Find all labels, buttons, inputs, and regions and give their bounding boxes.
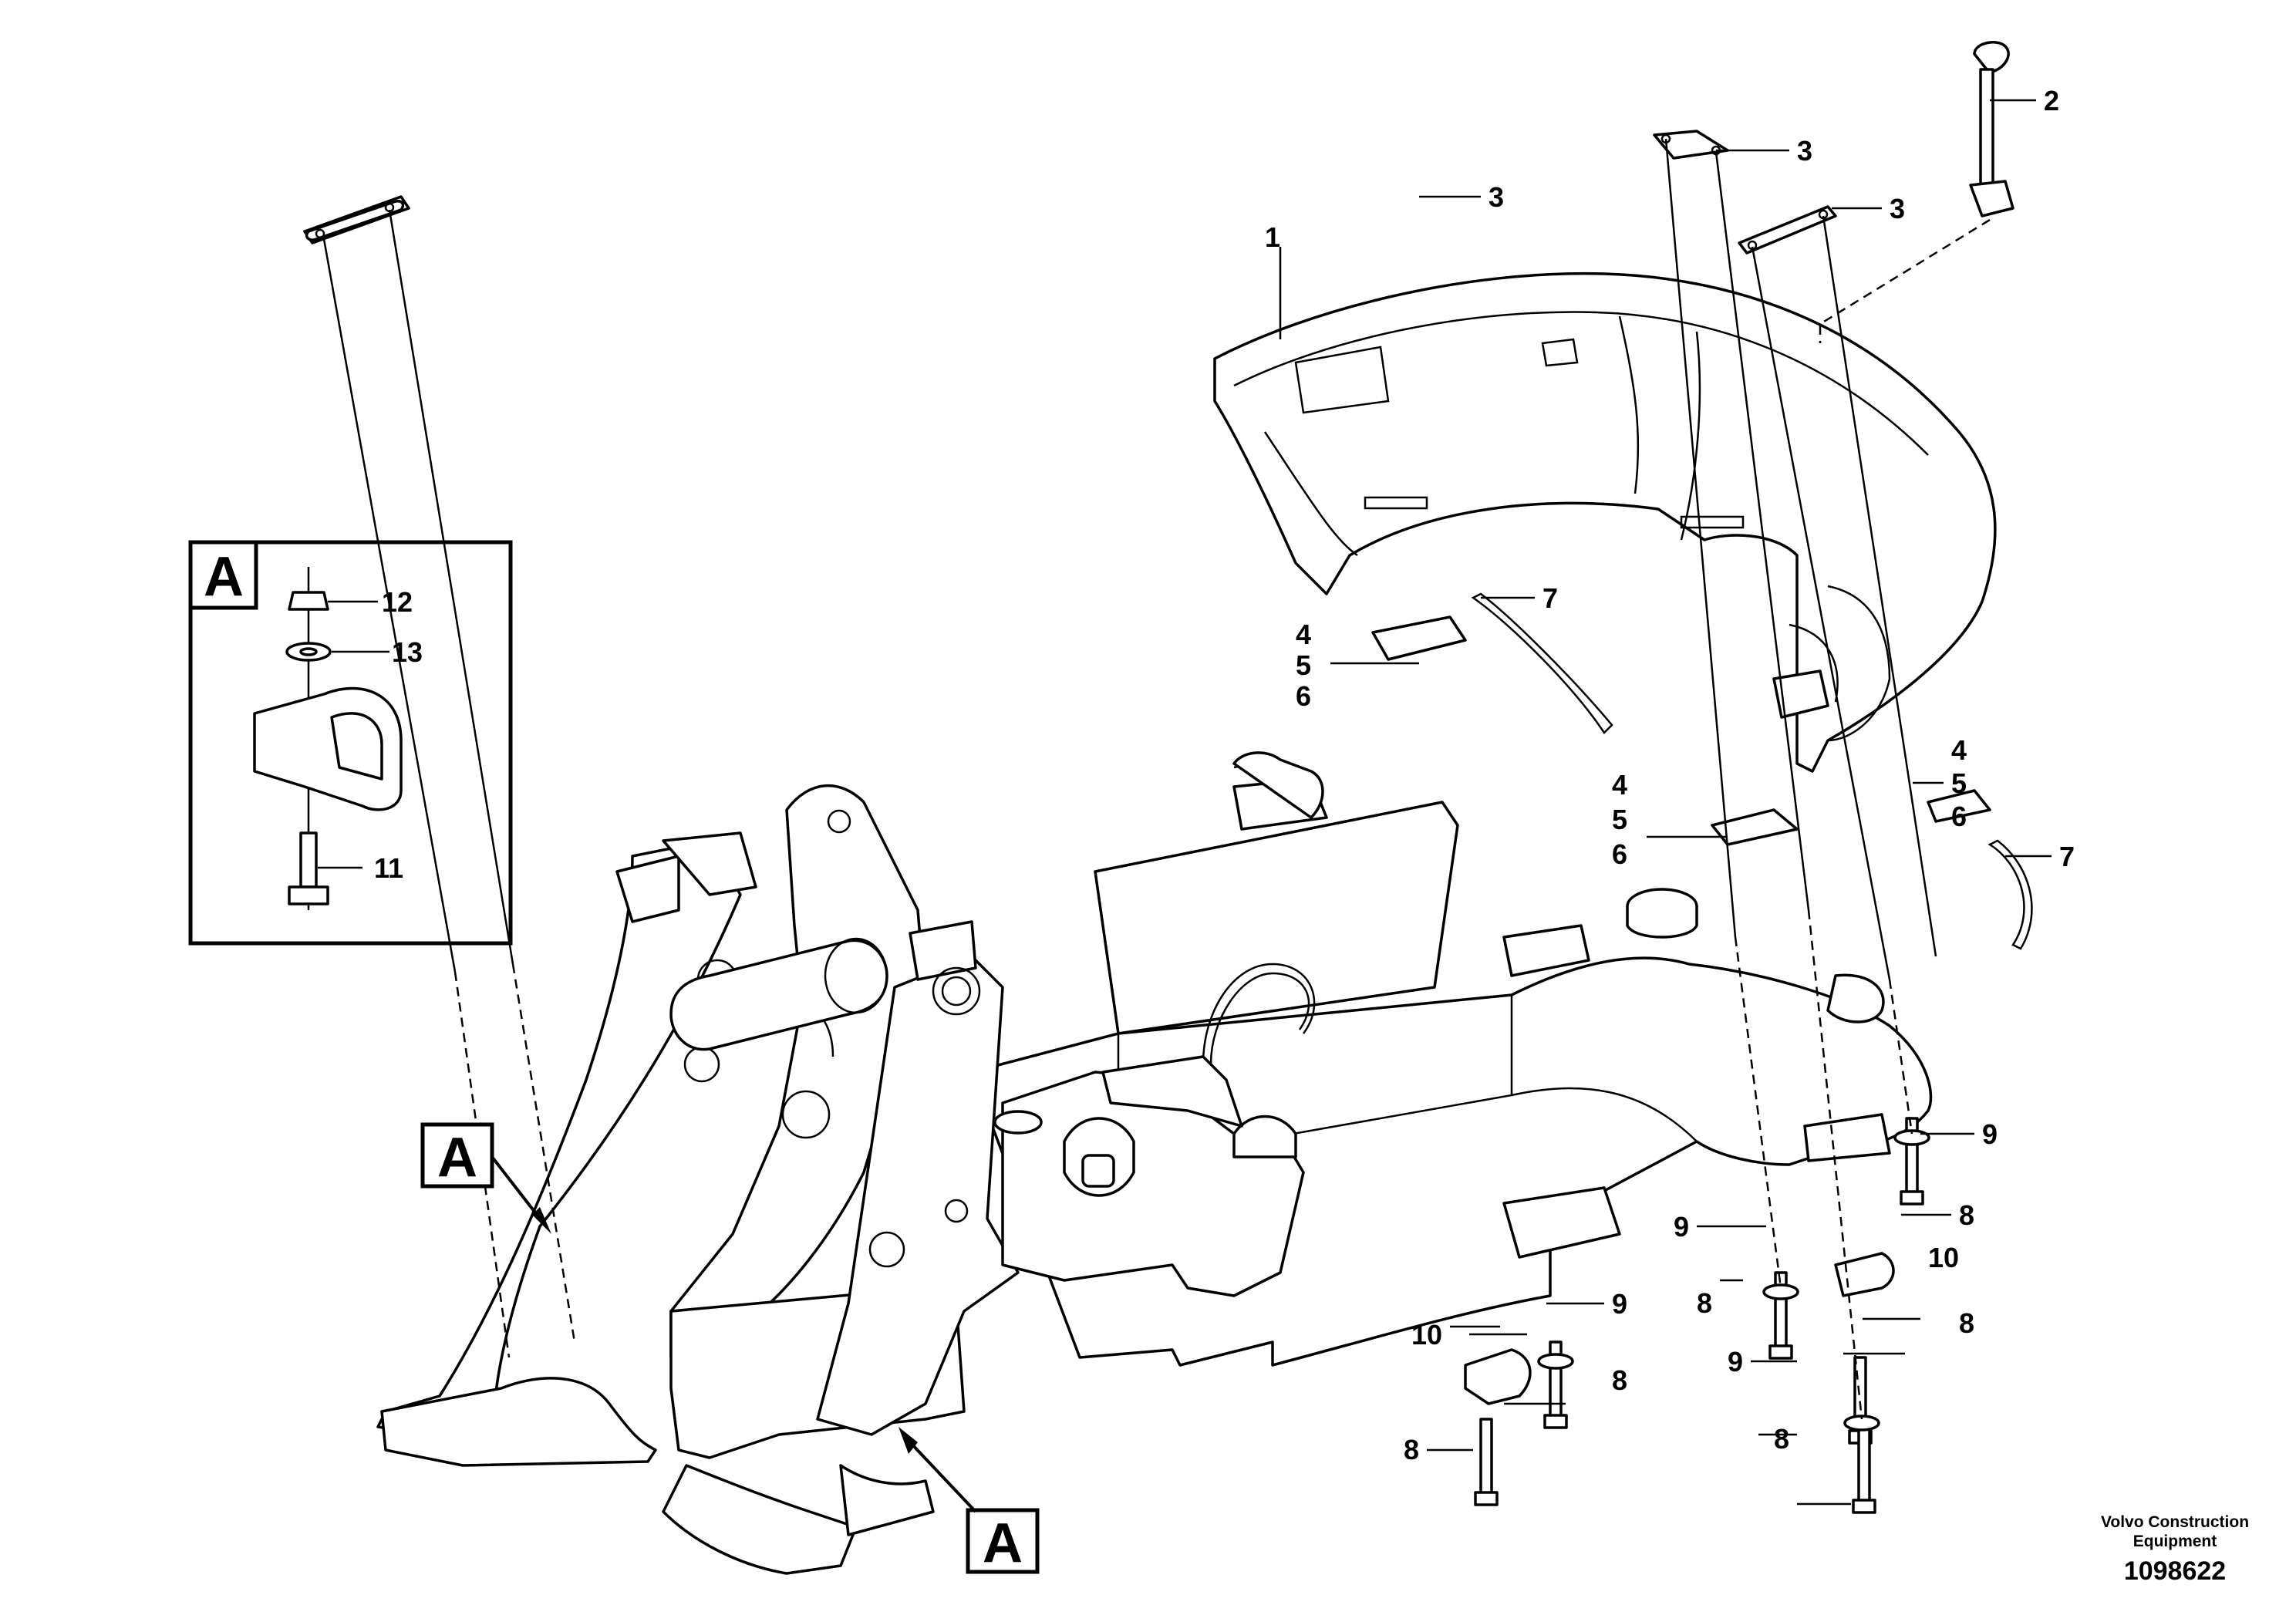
callout-7-left: 7 xyxy=(1542,582,1558,614)
callout-leaders xyxy=(1279,99,2052,1506)
callout-5-right: 5 xyxy=(1951,767,1967,799)
callout-8-b: 8 xyxy=(1612,1364,1627,1396)
callout-1: 1 xyxy=(1265,221,1280,253)
callout-2: 2 xyxy=(2044,85,2059,116)
mount-pad-left xyxy=(1502,1186,1621,1259)
view-marker-left: A xyxy=(437,1127,477,1189)
counterweight-housing xyxy=(1213,271,1997,773)
detail-view-a: A 12 13 11 xyxy=(188,540,513,946)
callout-6-right: 6 xyxy=(1951,801,1967,832)
callout-7-right: 7 xyxy=(2059,841,2075,872)
support-bracket-left xyxy=(1464,1348,1532,1405)
callout-9-d: 9 xyxy=(1728,1346,1743,1378)
callout-4-left: 4 xyxy=(1296,619,1311,650)
callout-6-left: 6 xyxy=(1296,680,1311,712)
callout-3-middle: 3 xyxy=(1797,135,1812,167)
fasteners xyxy=(1371,592,2033,1514)
footer: Volvo Construction Equipment 1098622 xyxy=(2101,1513,2249,1586)
callout-5-middle: 5 xyxy=(1612,804,1627,835)
callout-8-c: 8 xyxy=(1697,1287,1712,1319)
callout-8-a: 8 xyxy=(1404,1434,1419,1465)
callout-8-f: 8 xyxy=(1959,1199,1974,1231)
detail-view-label: A xyxy=(204,546,244,608)
callout-8-e: 8 xyxy=(1959,1307,1974,1339)
callout-4-right: 4 xyxy=(1951,734,1967,766)
callout-3-left: 3 xyxy=(1489,181,1504,213)
front-frame xyxy=(376,784,1305,1575)
callout-5-left: 5 xyxy=(1296,649,1311,681)
callout-11: 11 xyxy=(374,852,403,884)
callout-9-a: 9 xyxy=(1982,1118,1998,1150)
view-a-markers: A A xyxy=(420,1122,1040,1574)
drawing-number: 1098622 xyxy=(2124,1556,2226,1586)
callout-8-d: 8 xyxy=(1774,1423,1789,1455)
view-marker-bottom: A xyxy=(983,1512,1023,1574)
credit-line-1: Volvo Construction xyxy=(2101,1513,2249,1531)
callout-numbers: 1 2 3 3 3 4 5 6 4 5 6 4 5 6 7 7 8 8 8 8 … xyxy=(1265,85,2075,1465)
callout-6-middle: 6 xyxy=(1612,838,1627,870)
callout-9-c: 9 xyxy=(1612,1288,1627,1320)
credit-line-2: Equipment xyxy=(2133,1533,2217,1550)
callout-10-right: 10 xyxy=(1928,1242,1959,1273)
flange-nut-part xyxy=(288,591,329,611)
callout-3-right: 3 xyxy=(1890,193,1905,224)
support-bracket-right xyxy=(1834,1252,1895,1297)
flange-screw-part xyxy=(288,885,329,905)
assembly-lines xyxy=(322,138,1937,1420)
lock-pin xyxy=(1819,41,2014,343)
callout-4-middle: 4 xyxy=(1612,769,1627,801)
callout-9-b: 9 xyxy=(1674,1211,1689,1243)
top-plates xyxy=(303,130,1837,255)
callout-10-left: 10 xyxy=(1411,1319,1442,1351)
